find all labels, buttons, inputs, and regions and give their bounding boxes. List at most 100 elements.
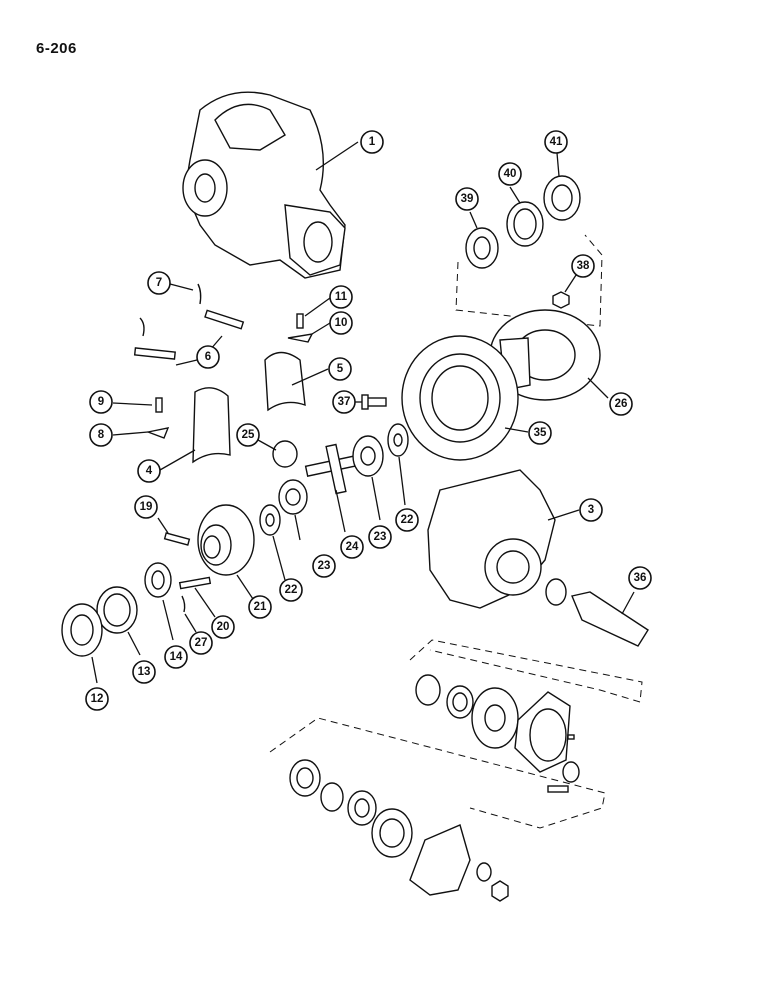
thrust-washer-22-right	[387, 423, 409, 506]
callout-13: 13	[132, 660, 156, 684]
callout-41: 41	[544, 130, 568, 154]
callout-23-right: 23	[368, 525, 392, 549]
svg-text:8: 8	[98, 429, 105, 441]
svg-text:23: 23	[318, 560, 331, 572]
svg-text:10: 10	[335, 317, 348, 329]
svg-text:13: 13	[138, 666, 151, 678]
cotter-pin-7	[139, 283, 202, 337]
carrier-housing-3	[427, 469, 580, 609]
bearing-cap-5	[264, 351, 329, 412]
svg-text:23: 23	[374, 531, 387, 543]
group-bracket-yoke	[269, 717, 606, 829]
callout-19: 19	[134, 495, 158, 519]
svg-text:20: 20	[217, 621, 230, 633]
bearing-cup-13	[96, 586, 141, 656]
pin-9	[112, 397, 163, 413]
callout-6: 6	[196, 345, 220, 369]
yoke-and-seal-parts	[289, 759, 509, 902]
callout-36: 36	[628, 566, 652, 590]
adjusting-nut-41	[543, 152, 581, 221]
differential-case-half-26	[489, 309, 609, 401]
callout-24: 24	[340, 535, 364, 559]
svg-text:12: 12	[91, 693, 104, 705]
svg-text:5: 5	[337, 363, 344, 375]
callout-25: 25	[236, 423, 260, 447]
svg-text:22: 22	[285, 584, 298, 596]
svg-text:3: 3	[588, 504, 594, 516]
thrust-washer-22-left	[259, 504, 286, 581]
bolt-20	[178, 576, 216, 618]
callout-27: 27	[189, 631, 213, 655]
svg-text:11: 11	[335, 291, 348, 303]
callout-23-left: 23	[312, 554, 336, 578]
callout-1: 1	[360, 130, 384, 154]
bearing-cap-4	[159, 387, 231, 471]
callout-26: 26	[609, 392, 633, 416]
callout-5: 5	[328, 357, 352, 381]
svg-text:4: 4	[146, 465, 153, 477]
group-bracket-pinion	[409, 639, 643, 703]
bolt-19	[157, 517, 191, 546]
bearing-cone-14	[144, 562, 174, 641]
cotter-27	[181, 595, 197, 633]
callout-7: 7	[147, 271, 171, 295]
svg-text:14: 14	[170, 651, 183, 663]
spider-24	[304, 443, 368, 533]
svg-text:21: 21	[254, 601, 267, 613]
pin-11	[296, 297, 331, 329]
nut-38	[552, 271, 579, 309]
callout-10: 10	[329, 311, 353, 335]
svg-text:38: 38	[577, 260, 590, 272]
svg-text:25: 25	[242, 429, 255, 441]
callout-22-left: 22	[279, 578, 303, 602]
svg-text:26: 26	[615, 398, 628, 410]
callout-9: 9	[89, 390, 113, 414]
svg-text:37: 37	[338, 396, 351, 408]
svg-text:24: 24	[346, 541, 359, 553]
callout-4: 4	[137, 459, 161, 483]
svg-text:1: 1	[369, 136, 376, 148]
callout-20: 20	[211, 615, 235, 639]
svg-text:9: 9	[98, 396, 104, 408]
adjusting-nut-12	[61, 603, 103, 684]
callout-38: 38	[571, 254, 595, 278]
svg-text:27: 27	[195, 637, 208, 649]
ring-gear-35	[401, 335, 529, 461]
bearing-cup-40	[506, 186, 544, 247]
callout-8: 8	[89, 423, 113, 447]
svg-text:36: 36	[634, 572, 647, 584]
callout-11: 11	[329, 285, 353, 309]
svg-text:7: 7	[156, 277, 162, 289]
differential-case-half-21	[197, 504, 256, 603]
callout-35: 35	[528, 421, 552, 445]
callout-22-right: 22	[395, 508, 419, 532]
differential-carrier-assembly	[182, 91, 359, 279]
svg-text:19: 19	[140, 501, 153, 513]
page-code: 6-206	[36, 40, 77, 57]
svg-text:41: 41	[550, 136, 563, 148]
callout-12: 12	[85, 687, 109, 711]
lock-10	[287, 322, 331, 343]
side-gear-23-left	[278, 479, 308, 541]
bolt-37	[355, 394, 387, 410]
callout-39: 39	[455, 187, 479, 211]
bolts-6	[133, 309, 245, 366]
side-pinion-25	[257, 439, 298, 468]
svg-text:35: 35	[534, 427, 547, 439]
svg-text:39: 39	[461, 193, 474, 205]
lock-8	[112, 427, 170, 439]
callout-14: 14	[164, 645, 188, 669]
side-gear-23-right	[352, 435, 384, 521]
svg-text:22: 22	[401, 514, 414, 526]
callout-3: 3	[579, 498, 603, 522]
group-bracket-39-41	[455, 234, 603, 327]
drive-pinion-36	[545, 578, 649, 647]
callout-37: 37	[332, 390, 356, 414]
pinion-bearing-parts	[415, 674, 580, 793]
svg-text:40: 40	[504, 168, 517, 180]
callout-40: 40	[498, 162, 522, 186]
svg-text:6: 6	[205, 351, 211, 363]
callout-21: 21	[248, 595, 272, 619]
bearing-39	[465, 211, 499, 269]
